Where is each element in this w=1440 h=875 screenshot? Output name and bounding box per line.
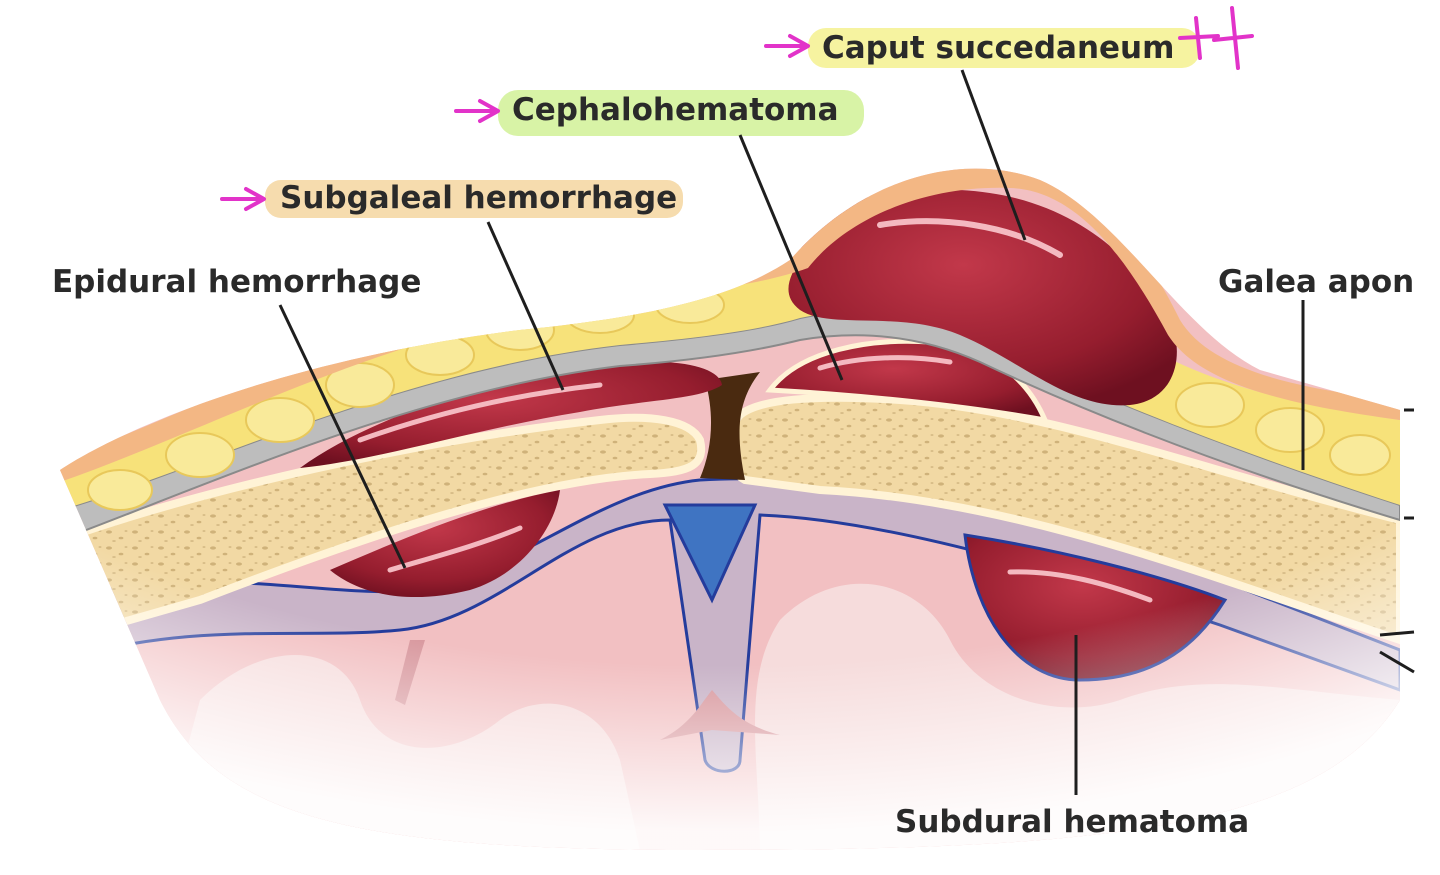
caput-label-highlight <box>808 28 1200 68</box>
caput-succedaneum-label: Caput succedaneum <box>822 30 1174 66</box>
pink-annotations <box>220 6 1254 211</box>
subdural-hematoma-label: Subdural hematoma <box>895 804 1249 840</box>
right-edge-tick-3 <box>1379 630 1415 637</box>
subgaleal-leader-line <box>486 221 565 391</box>
galea-aponeurotica-label: Galea apon <box>1218 264 1414 300</box>
leader-lines <box>278 69 1415 795</box>
epidural-leader-line <box>278 304 407 569</box>
caput-arrow-icon <box>764 34 810 58</box>
cephalo-arrow-icon <box>454 99 500 123</box>
caput-leader-line <box>960 69 1027 241</box>
cephalohematoma-label: Cephalohematoma <box>512 92 839 128</box>
right-edge-tick-4 <box>1379 650 1415 674</box>
labels: Caput succedaneum Cephalohematoma Subgal… <box>52 30 1414 840</box>
epidural-hemorrhage-label: Epidural hemorrhage <box>52 264 421 300</box>
subgaleal-label-highlight <box>265 180 683 218</box>
subgaleal-hemorrhage-label: Subgaleal hemorrhage <box>280 180 677 216</box>
subgaleal-arrow-icon <box>220 187 266 211</box>
double-star-icon <box>1178 6 1254 70</box>
cephalo-label-highlight <box>498 90 864 136</box>
cephalo-leader-line <box>738 134 844 381</box>
